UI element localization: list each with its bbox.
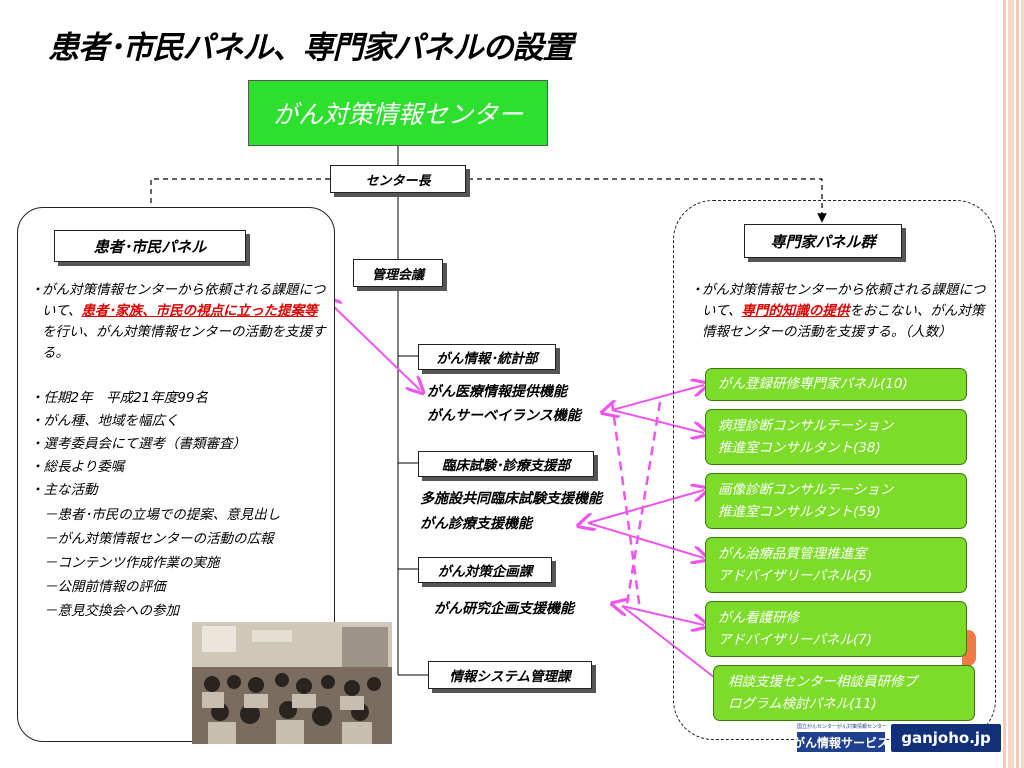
function-text: がん研究企画支援機能: [434, 601, 574, 617]
patient-panel-list: ・任期2年 平成21年度99名 ・がん種、地域を幅広く ・選考委員会にて選考（書…: [30, 386, 280, 623]
logo-small-text: 国立がんセンターがん対策情報センター: [797, 724, 888, 730]
expert-panel-item: 画像診断コンサルテーション 推進室コンサルタント(59): [705, 473, 967, 529]
ganjoho-logo: 国立がんセンターがん対策情報センター がん情報サービス ganjoho.jp: [793, 722, 1005, 756]
expert-panel-item: がん登録研修専門家パネル(10): [705, 368, 967, 401]
list-item: ・選考委員会にて選考（書類審査）: [30, 436, 246, 452]
function-text: がんサーベイランス機能: [427, 408, 581, 424]
list-item: ・総長より委嘱: [30, 459, 125, 475]
center-box: がん対策情報センター: [248, 80, 548, 146]
dept-info-systems: 情報システム管理課: [428, 661, 592, 689]
activity-item: －コンテンツ作成作業の実施: [44, 555, 220, 571]
expert-panel-item: 相談支援センター相談員研修プ ログラム検討パネル(11): [713, 665, 975, 721]
dept-clinical-trials: 臨床試験･診療支援部: [418, 451, 594, 477]
expert-desc-pre: がん対策情報センターから依頼される課題について、: [702, 282, 986, 319]
list-item: ・主な活動: [30, 482, 98, 498]
activity-item: －意見交換会への参加: [44, 603, 179, 619]
management-meeting-box: 管理会議: [353, 259, 443, 287]
decor-stripe: [1003, 0, 1006, 768]
patient-desc-pre: がん対策情報センターから依頼される課題について、: [42, 282, 326, 319]
patient-desc-highlight: 患者･家族、市民の視点に立った提案等: [81, 303, 318, 319]
director-box: センター長: [330, 165, 466, 193]
expert-panel-description: ・ がん対策情報センターから依頼される課題について、専門的知識の提供をおこない、…: [690, 280, 988, 343]
expert-panel-item: がん治療品質管理推進室 アドバイザリーパネル(5): [705, 537, 967, 593]
dept-cancer-info-stats: がん情報･統計部: [418, 344, 556, 370]
function-text: がん医療情報提供機能: [427, 384, 567, 400]
function-text: 多施設共同臨床試験支援機能: [420, 491, 602, 507]
decor-stripe: [1021, 0, 1024, 768]
list-item: ・任期2年 平成21年度99名: [30, 390, 208, 406]
logo-service-name: がん情報サービス: [793, 732, 889, 752]
decor-stripe: [1008, 0, 1014, 768]
expert-panel-item: がん看護研修 アドバイザリーパネル(7): [705, 601, 967, 657]
expert-desc-highlight: 専門的知識の提供: [741, 303, 850, 319]
bullet: ・: [690, 282, 704, 298]
patient-panel-description: ・ がん対策情報センターから依頼される課題について、患者･家族、市民の視点に立っ…: [30, 280, 330, 364]
patient-panel-label: 患者･市民パネル: [54, 230, 246, 262]
decor-stripe: [1016, 0, 1019, 768]
slide-title: 患者･市民パネル、専門家パネルの設置: [48, 30, 573, 66]
activity-item: －患者･市民の立場での提案、意見出し: [44, 507, 281, 523]
expert-panel-item: 病理診断コンサルテーション 推進室コンサルタント(38): [705, 409, 967, 465]
activity-item: －がん対策情報センターの活動の広報: [44, 531, 274, 547]
logo-url: ganjoho.jp: [891, 724, 1001, 752]
dept-cancer-planning: がん対策企画課: [418, 557, 552, 583]
list-item: ・がん種、地域を幅広く: [30, 413, 179, 429]
activity-item: －公開前情報の評価: [44, 579, 166, 595]
patient-desc-post: を行い、がん対策情報センターの活動を支援する。: [42, 324, 326, 361]
expert-panel-label: 専門家パネル群: [744, 224, 902, 258]
bullet: ・: [30, 282, 44, 298]
expert-desc-post: をおこない、がん対策情報センターの活動を支援する。（人数）: [702, 303, 985, 340]
meeting-photo: [192, 622, 392, 744]
function-text: がん診療支援機能: [420, 516, 532, 532]
